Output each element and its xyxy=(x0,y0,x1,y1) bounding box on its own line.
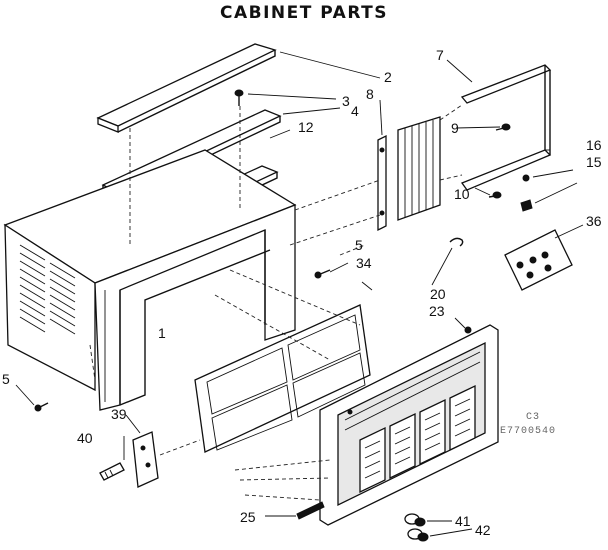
diagram-title: CABINET PARTS xyxy=(220,3,388,23)
label-part-40: 40 xyxy=(77,430,93,446)
label-part-34: 34 xyxy=(356,255,372,271)
diagram-code: E7700540 xyxy=(500,426,557,437)
label-part-36: 36 xyxy=(586,213,602,229)
part-bracket-39 xyxy=(132,431,159,488)
label-part-3: 3 xyxy=(342,93,350,109)
part-window-frame-7 xyxy=(460,64,552,191)
label-part-42: 42 xyxy=(475,522,491,538)
part-screw-5-lower xyxy=(34,402,49,412)
label-part-4: 4 xyxy=(351,103,359,119)
label-part-12: 12 xyxy=(298,119,314,135)
part-cabinet-shell xyxy=(3,149,297,411)
part-filter-34 xyxy=(194,304,371,453)
label-part-7: 7 xyxy=(436,47,444,63)
part-partition-8 xyxy=(377,134,387,232)
leader-lines xyxy=(15,51,584,537)
label-part-41: 41 xyxy=(455,513,471,529)
part-clip-15 xyxy=(520,199,533,212)
part-screw-10 xyxy=(488,191,502,199)
part-screw-5-upper xyxy=(314,269,331,279)
part-screw-25 xyxy=(296,501,325,520)
part-front-grille-23 xyxy=(319,324,499,526)
label-part-20: 20 xyxy=(430,286,446,302)
part-top-rail xyxy=(96,43,277,133)
part-screw-16 xyxy=(522,174,530,182)
side-louvers xyxy=(19,244,76,335)
label-part-2: 2 xyxy=(384,69,392,85)
diagram-code-prefix: C3 xyxy=(526,412,541,423)
label-part-5-lower: 5 xyxy=(2,371,10,387)
label-part-15: 15 xyxy=(586,154,602,170)
part-knob-41 xyxy=(404,513,426,527)
part-bracket-36 xyxy=(504,229,573,291)
louver-pattern xyxy=(364,398,471,479)
label-part-25: 25 xyxy=(240,509,256,525)
label-part-16: 16 xyxy=(586,137,602,153)
assembly-lines xyxy=(89,104,463,501)
part-clip-20 xyxy=(449,237,464,247)
part-knob-42 xyxy=(407,528,429,542)
part-screw-3 xyxy=(234,89,244,106)
label-part-23: 23 xyxy=(429,303,445,319)
label-part-1: 1 xyxy=(158,325,166,341)
part-screw-40 xyxy=(99,462,125,481)
label-part-10: 10 xyxy=(454,186,470,202)
label-part-39: 39 xyxy=(111,406,127,422)
part-screw-9 xyxy=(495,123,511,131)
part-accordion-curtain xyxy=(397,116,441,221)
label-part-5-upper: 5 xyxy=(355,237,363,253)
label-part-8: 8 xyxy=(366,86,374,102)
label-part-9: 9 xyxy=(451,120,459,136)
